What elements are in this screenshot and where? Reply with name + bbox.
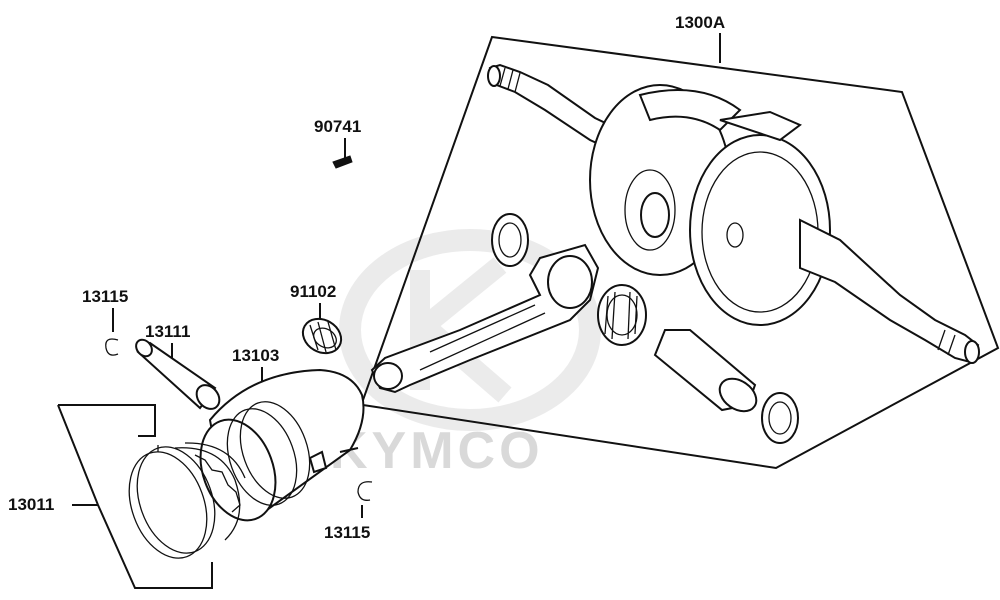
- label-piston-ring-set: 13011: [8, 495, 54, 514]
- piston-ring-set-part: [128, 442, 246, 559]
- label-needle-bearing: 91102: [290, 282, 336, 301]
- piston-ring-set-bracket-lower: [57, 404, 213, 589]
- crank-pin-part: [653, 329, 758, 413]
- piston-ring-set-bracket: [58, 404, 156, 437]
- piston-part: [199, 368, 365, 522]
- crankshaft-part: [487, 63, 980, 364]
- label-crankshaft-assy: 1300A: [675, 13, 725, 32]
- label-key: 90741: [314, 117, 361, 136]
- connecting-rod-part: [370, 243, 600, 394]
- clip-bottom-part: [357, 481, 373, 501]
- label-piston: 13103: [232, 346, 279, 365]
- thrust-washer-upper: [491, 213, 529, 267]
- label-piston-pin: 13111: [145, 322, 190, 341]
- big-end-bearing-part: [597, 284, 647, 346]
- label-clip-bottom: 13115: [324, 523, 370, 542]
- needle-bearing-part: [301, 317, 343, 355]
- key-part: [332, 155, 353, 169]
- label-clip-top: 13115: [82, 287, 128, 306]
- clip-top-part: [105, 338, 119, 356]
- thrust-washer-lower: [761, 392, 799, 444]
- watermark-brand: KYMCO: [330, 422, 544, 480]
- piston-pin-part: [135, 338, 221, 410]
